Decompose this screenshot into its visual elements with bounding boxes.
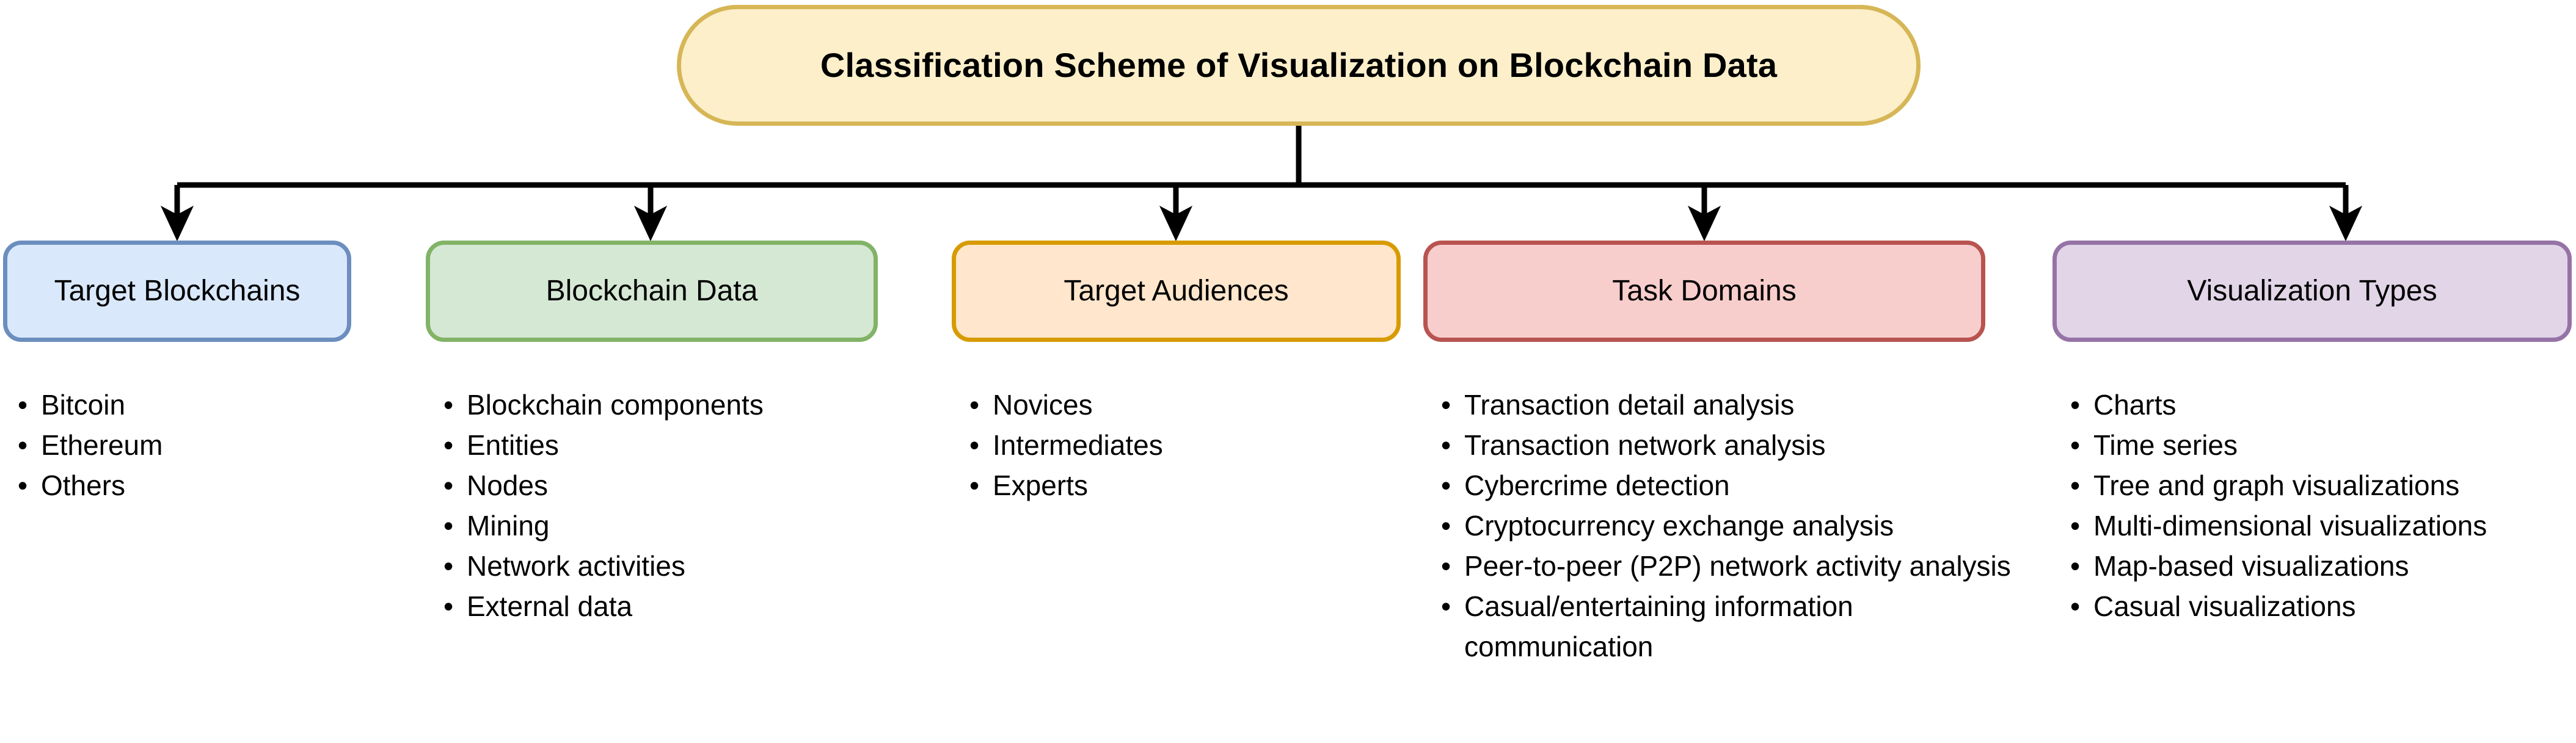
list-item: Multi-dimensional visualizations: [2070, 506, 2576, 546]
category-box-target-audiences[interactable]: Target Audiences: [952, 241, 1401, 342]
arrowhead-3: [1159, 205, 1193, 242]
list-item: Casual/entertaining information communic…: [1441, 586, 2014, 667]
list-item: Mining: [443, 506, 919, 546]
category-label-visualization-types: Visualization Types: [2187, 275, 2437, 308]
list-item: Intermediates: [969, 425, 1432, 465]
bullet-list-target-blockchains: Bitcoin Ethereum Others: [9, 385, 383, 506]
category-box-target-blockchains[interactable]: Target Blockchains: [3, 241, 351, 342]
arrowhead-4: [1687, 205, 1721, 242]
list-item: Casual visualizations: [2070, 586, 2576, 626]
bullet-list-blockchain-data: Blockchain components Entities Nodes Min…: [435, 385, 919, 626]
category-label-blockchain-data: Blockchain Data: [545, 275, 758, 308]
list-item: External data: [443, 586, 919, 626]
root-node-label: Classification Scheme of Visualization o…: [820, 45, 1778, 84]
list-item: Cryptocurrency exchange analysis: [1441, 506, 2014, 546]
arrowhead-5: [2329, 205, 2363, 242]
bullet-list-visualization-types: Charts Time series Tree and graph visual…: [2062, 385, 2576, 626]
list-item: Blockchain components: [443, 385, 919, 425]
list-item: Time series: [2070, 425, 2576, 465]
list-item: Network activities: [443, 546, 919, 586]
category-box-task-domains[interactable]: Task Domains: [1423, 241, 1985, 342]
list-item: Others: [18, 465, 383, 506]
list-item: Cybercrime detection: [1441, 465, 2014, 506]
arrowhead-1: [160, 205, 194, 242]
list-item: Transaction detail analysis: [1441, 385, 2014, 425]
list-item: Bitcoin: [18, 385, 383, 425]
list-item: Transaction network analysis: [1441, 425, 2014, 465]
category-box-blockchain-data[interactable]: Blockchain Data: [426, 241, 878, 342]
list-item: Experts: [969, 465, 1432, 506]
list-item: Ethereum: [18, 425, 383, 465]
root-node[interactable]: Classification Scheme of Visualization o…: [677, 5, 1921, 126]
list-item: Charts: [2070, 385, 2576, 425]
bullet-list-target-audiences: Novices Intermediates Experts: [961, 385, 1432, 506]
list-item: Novices: [969, 385, 1432, 425]
list-item: Map-based visualizations: [2070, 546, 2576, 586]
category-label-task-domains: Task Domains: [1612, 275, 1797, 308]
arrowhead-2: [633, 205, 668, 242]
category-box-visualization-types[interactable]: Visualization Types: [2052, 241, 2572, 342]
category-label-target-audiences: Target Audiences: [1064, 275, 1289, 308]
list-item: Entities: [443, 425, 919, 465]
list-item: Tree and graph visualizations: [2070, 465, 2576, 506]
category-label-target-blockchains: Target Blockchains: [54, 275, 301, 308]
list-item: Peer-to-peer (P2P) network activity anal…: [1441, 546, 2014, 586]
bullet-list-task-domains: Transaction detail analysis Transaction …: [1432, 385, 2014, 667]
list-item: Nodes: [443, 465, 919, 506]
